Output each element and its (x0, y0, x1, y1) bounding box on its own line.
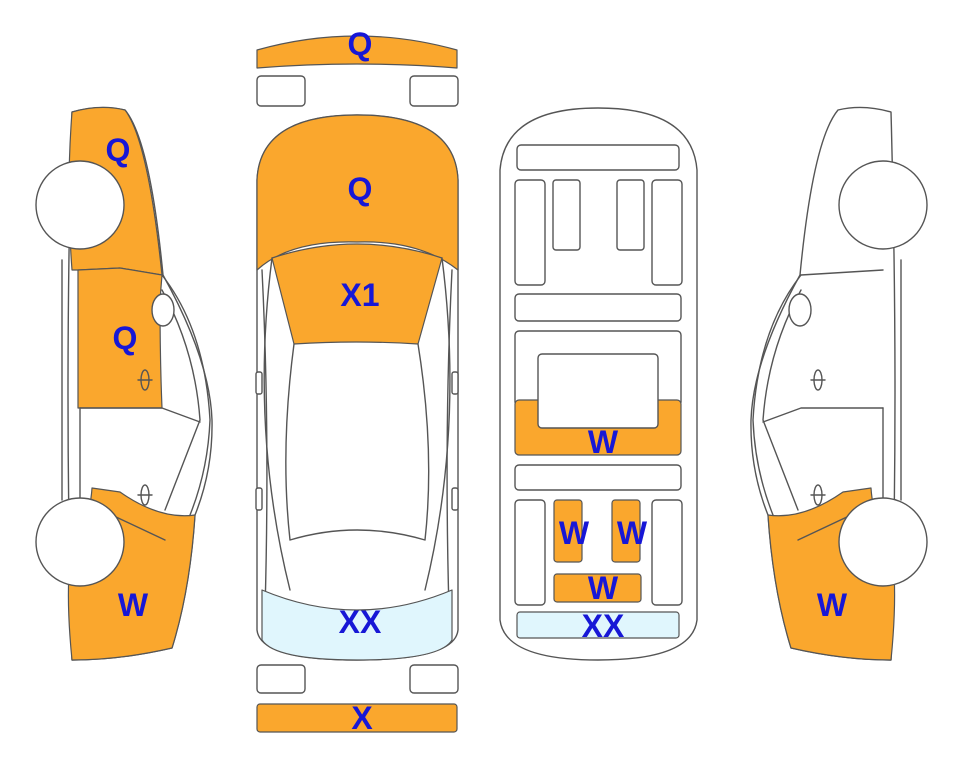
left-door-split (79, 407, 201, 423)
left-window-line (161, 274, 211, 516)
roof-outline (285, 343, 430, 541)
right-side-view (750, 106, 928, 661)
left-taillight (256, 664, 306, 694)
floor-crossmember (514, 293, 682, 322)
label-floor-rear-sill: XX (582, 608, 625, 644)
left-mirror-top (255, 371, 263, 395)
rear-bumper-panel[interactable] (256, 703, 458, 733)
label-left-front-fender: Q (106, 132, 131, 168)
right-front-handle (810, 369, 826, 391)
floor-left-seat (552, 179, 581, 251)
right-mirror-top (451, 371, 459, 395)
right-rear-wheel (838, 497, 928, 587)
floor-right-seat (616, 179, 645, 251)
left-rear-wheel (35, 497, 125, 587)
floor-rear-sill-panel[interactable] (516, 611, 680, 639)
front-bumper-panel[interactable] (256, 35, 458, 69)
right-a-pillar (446, 269, 453, 611)
rear-window-panel[interactable] (261, 589, 453, 661)
label-right-rear-quarter: W (817, 587, 848, 623)
floor-rear-right-panel[interactable] (611, 499, 641, 563)
label-left-front-door: Q (113, 320, 138, 356)
left-headlight (256, 75, 306, 107)
left-handle-top (255, 487, 263, 511)
label-left-rear-quarter: W (118, 587, 149, 623)
right-front-wheel (838, 160, 928, 250)
floor-rear-left-panel[interactable] (553, 499, 583, 563)
floor-rear-right-rail (651, 499, 683, 606)
label-hood: Q (348, 171, 373, 207)
label-floor-rear-left: W (559, 515, 590, 551)
label-windshield: X1 (340, 277, 379, 313)
right-headlight (409, 75, 459, 107)
floor-left-rail (514, 179, 546, 286)
floor-rear-left-rail (514, 499, 546, 606)
floor-right-rail (651, 179, 683, 286)
right-mirror (788, 293, 812, 327)
floor-rear-center-panel[interactable] (553, 573, 642, 603)
left-rear-handle (137, 484, 153, 506)
hood-panel[interactable] (256, 114, 459, 271)
label-floor-middle: W (588, 424, 619, 460)
floor-tank (537, 353, 659, 429)
floor-front-panel (516, 144, 680, 171)
label-front-bumper: Q (348, 26, 373, 62)
right-rear-handle (810, 484, 826, 506)
left-roof-rail (263, 257, 291, 591)
left-mirror (151, 293, 175, 327)
right-door-split (762, 407, 884, 423)
floor-rear-crossmember (514, 464, 682, 491)
right-window-line (752, 274, 802, 516)
right-taillight (409, 664, 459, 694)
right-roof-rail (424, 257, 451, 591)
left-front-handle (137, 369, 153, 391)
label-floor-rear-right: W (617, 515, 648, 551)
label-floor-rear-center: W (588, 570, 619, 606)
floor-view: W W W W XX (499, 107, 698, 661)
label-rear-window: XX (339, 604, 382, 640)
label-rear-bumper: X (351, 700, 373, 736)
left-a-pillar (261, 269, 268, 611)
left-front-wheel (35, 160, 125, 250)
right-front-door-line (800, 269, 884, 276)
top-view: Q Q X1 XX X (255, 26, 459, 736)
right-handle-top (451, 487, 459, 511)
left-side-view: Q Q W (35, 106, 213, 661)
